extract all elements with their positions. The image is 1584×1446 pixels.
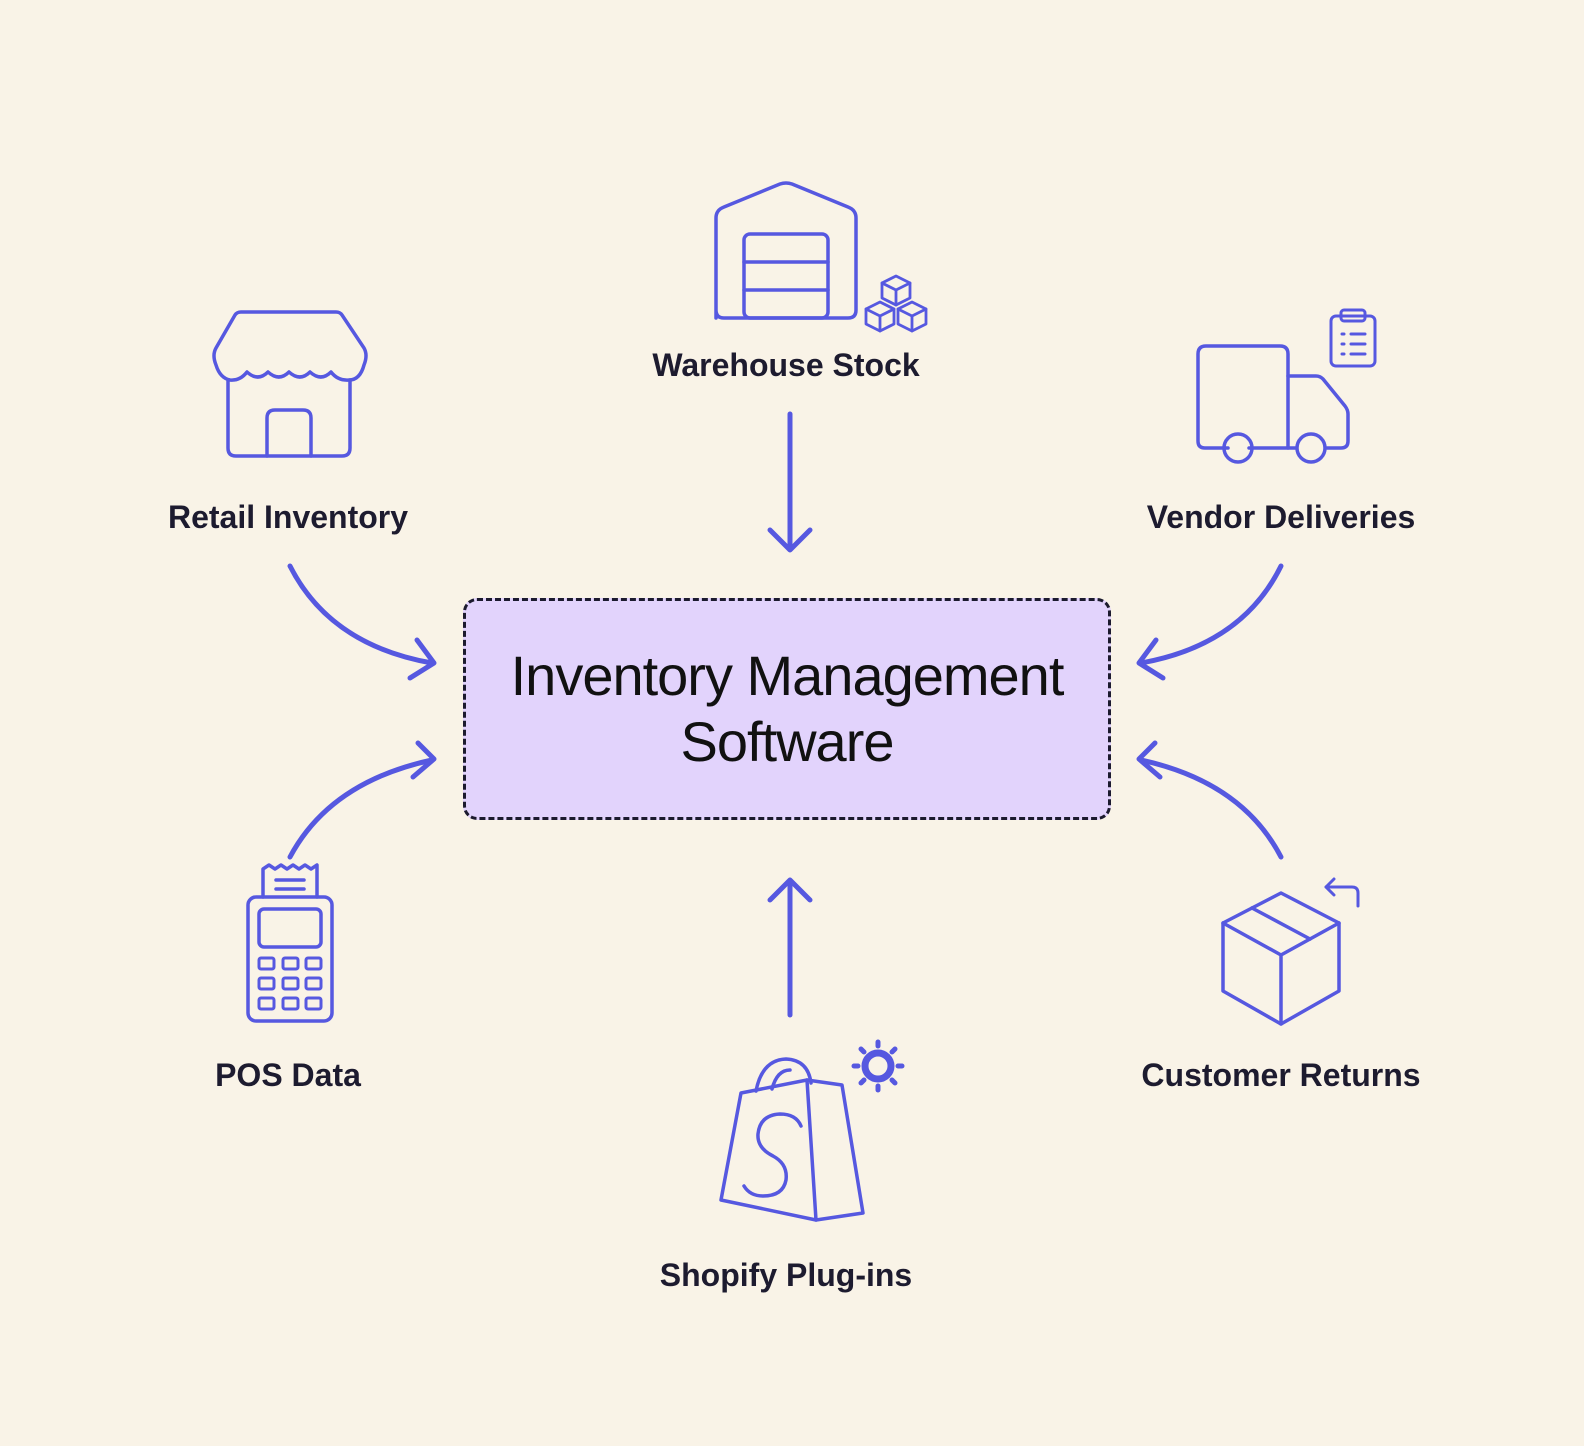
storefront-icon bbox=[212, 310, 368, 458]
center-title-line2: Software bbox=[680, 710, 895, 773]
delivery-truck-icon bbox=[1196, 308, 1377, 464]
label-retail-inventory: Retail Inventory bbox=[167, 499, 409, 535]
label-shopify-plugins: Shopify Plug-ins bbox=[659, 1257, 913, 1293]
gear-icon bbox=[851, 1039, 905, 1093]
center-node: Inventory Management Software bbox=[463, 598, 1111, 820]
arrow-vendor-to-center bbox=[1136, 563, 1284, 681]
cubes-icon bbox=[864, 274, 928, 333]
label-customer-returns: Customer Returns bbox=[1141, 1057, 1421, 1093]
arrow-pos-to-center bbox=[287, 740, 437, 860]
shopify-bag-icon bbox=[719, 1039, 905, 1222]
return-box-icon bbox=[1221, 877, 1360, 1026]
label-pos-data: POS Data bbox=[215, 1057, 361, 1093]
arrow-shopify-to-center bbox=[767, 877, 813, 1018]
undo-arrow-icon bbox=[1324, 877, 1360, 908]
arrow-warehouse-to-center bbox=[767, 411, 813, 553]
clipboard-icon bbox=[1329, 308, 1377, 368]
label-vendor-deliveries: Vendor Deliveries bbox=[1146, 499, 1416, 535]
label-warehouse-stock: Warehouse Stock bbox=[652, 347, 920, 383]
warehouse-icon bbox=[714, 181, 928, 333]
pos-terminal-icon bbox=[246, 863, 334, 1023]
arrow-returns-to-center bbox=[1136, 740, 1284, 860]
arrow-retail-to-center bbox=[287, 563, 437, 681]
center-title-line1: Inventory Management bbox=[510, 644, 1065, 707]
